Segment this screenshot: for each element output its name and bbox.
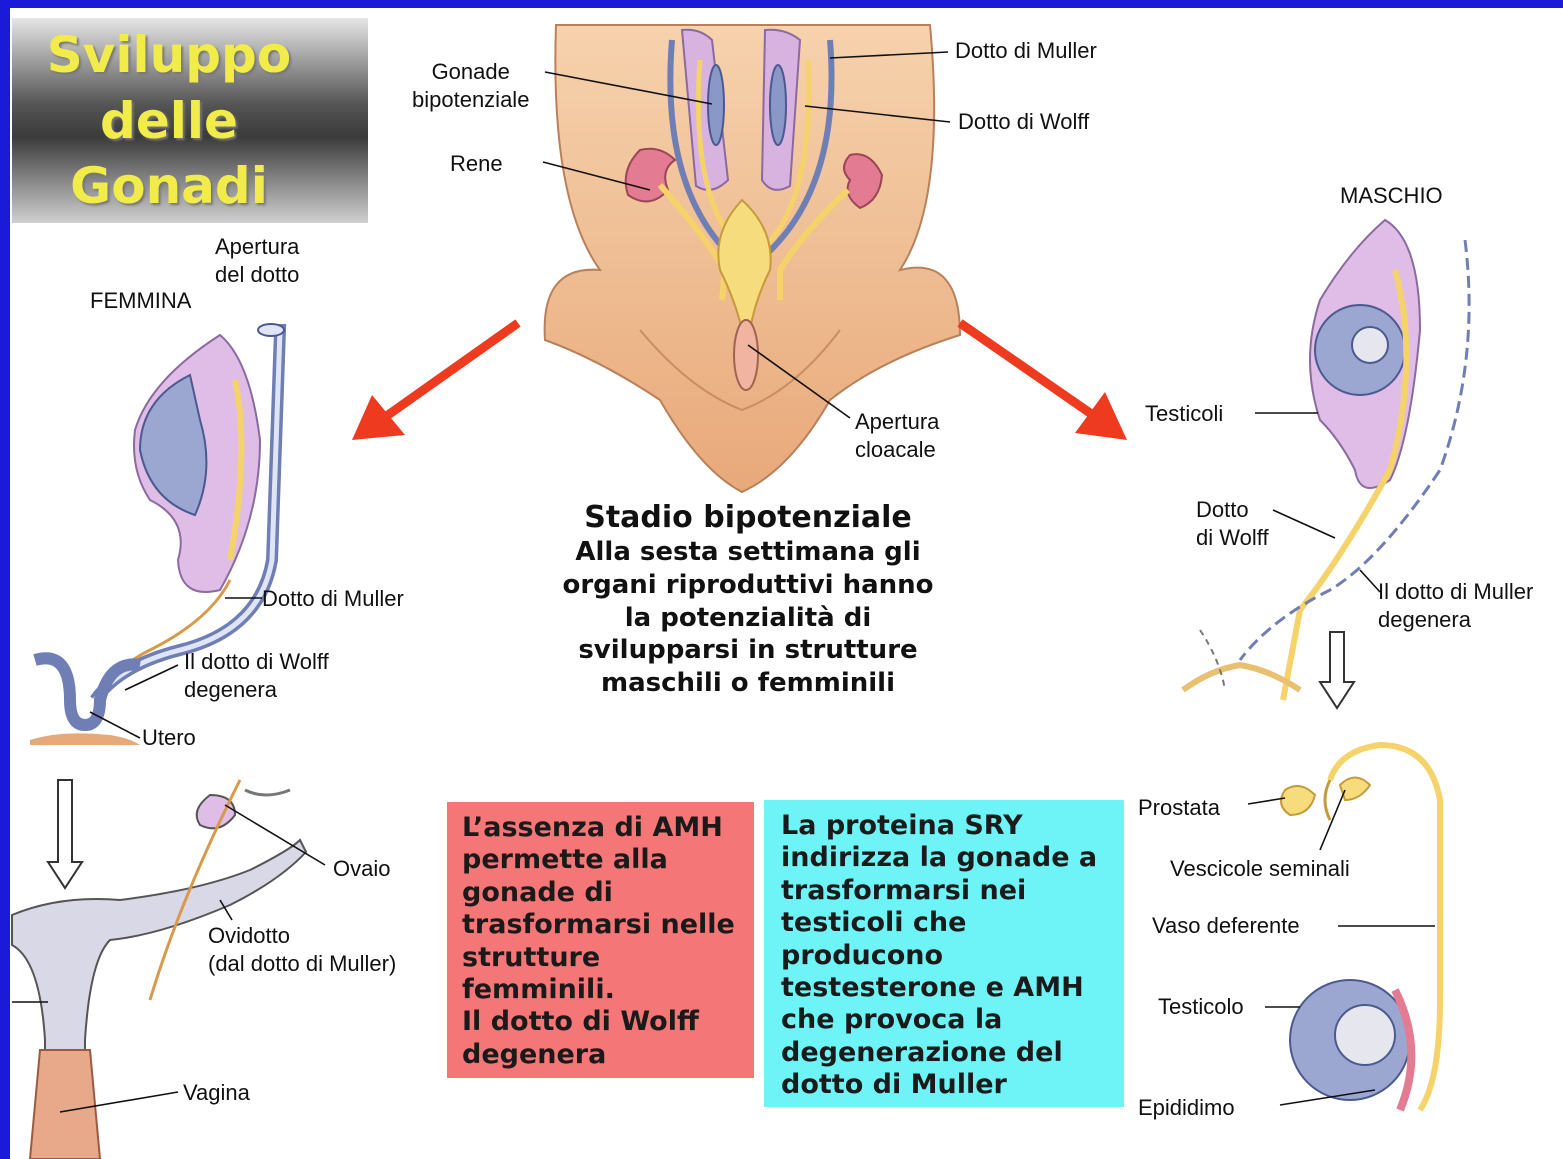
down-arrow-female bbox=[48, 780, 82, 888]
male-info-line: testicoli che bbox=[781, 907, 1124, 939]
male-info-line: che provoca la bbox=[781, 1004, 1124, 1036]
red-arrow-right bbox=[960, 323, 1127, 440]
label-vagina: Vagina bbox=[183, 1079, 250, 1107]
label-vaso-deferente: Vaso deferente bbox=[1152, 912, 1300, 940]
male-info-line: trasformarsi nei bbox=[781, 875, 1124, 907]
label-wolff-degenera: Il dotto di Wolff degenera bbox=[184, 648, 329, 704]
female-info-line: L’assenza di AMH bbox=[462, 812, 754, 844]
male-info-line: testesterone e AMH bbox=[781, 972, 1124, 1004]
stage-text-line: maschili o femminili bbox=[548, 667, 948, 700]
female-info-line: gonade di bbox=[462, 877, 754, 909]
label-apertura-dotto: Apertura del dotto bbox=[215, 233, 299, 289]
stage-text-line: Alla sesta settimana gli bbox=[548, 536, 948, 569]
male-info-box: La proteina SRY indirizza la gonade a tr… bbox=[764, 800, 1124, 1107]
female-info-line: trasformarsi nelle bbox=[462, 909, 754, 941]
stage-title: Stadio bipotenziale bbox=[548, 500, 948, 536]
male-info-line: degenerazione del bbox=[781, 1037, 1124, 1069]
male-info-line: dotto di Muller bbox=[781, 1069, 1124, 1101]
male-reproductive-system bbox=[1281, 745, 1440, 1110]
label-prostata: Prostata bbox=[1138, 794, 1220, 822]
female-info-line: femminili. bbox=[462, 974, 754, 1006]
label-ovidotto: Ovidotto (dal dotto di Muller) bbox=[208, 922, 396, 978]
female-info-line: strutture bbox=[462, 942, 754, 974]
label-vescicole-seminali: Vescicole seminali bbox=[1170, 855, 1350, 883]
label-dotto-wolff-male: Dotto di Wolff bbox=[1196, 496, 1269, 552]
label-gonade-bipotenziale: Gonade bipotenziale bbox=[412, 58, 529, 114]
female-info-line: permette alla bbox=[462, 844, 754, 876]
label-femmina: FEMMINA bbox=[90, 287, 191, 315]
label-dotto-muller-center: Dotto di Muller bbox=[955, 37, 1097, 65]
title-line-1: Sviluppo bbox=[24, 30, 314, 80]
label-testicoli: Testicoli bbox=[1145, 400, 1223, 428]
down-arrow-male bbox=[1320, 632, 1354, 708]
stage-text-line: organi riproduttivi hanno bbox=[548, 569, 948, 602]
label-rene: Rene bbox=[450, 150, 503, 178]
male-info-line: La proteina SRY bbox=[781, 810, 1124, 842]
red-arrow-left bbox=[352, 323, 518, 440]
female-info-box: L’assenza di AMH permette alla gonade di… bbox=[447, 802, 754, 1078]
male-info-line: producono bbox=[781, 940, 1124, 972]
stage-text: Alla sesta settimana gli organi riprodut… bbox=[548, 536, 948, 700]
title-line-3: Gonadi bbox=[24, 161, 314, 211]
label-epididimo: Epididimo bbox=[1138, 1094, 1235, 1122]
stage-text-line: la potenzialità di bbox=[548, 602, 948, 635]
label-muller-degenera: Il dotto di Muller degenera bbox=[1378, 578, 1533, 634]
stage-text-line: svilupparsi in strutture bbox=[548, 634, 948, 667]
label-testicolo: Testicolo bbox=[1158, 993, 1244, 1021]
female-info-line: Il dotto di Wolff bbox=[462, 1006, 754, 1038]
title-line-2: delle bbox=[24, 96, 314, 146]
label-dotto-wolff-center: Dotto di Wolff bbox=[958, 108, 1089, 136]
male-info-line: indirizza la gonade a bbox=[781, 842, 1124, 874]
female-info-line: degenera bbox=[462, 1039, 754, 1071]
label-dotto-muller-female: Dotto di Muller bbox=[262, 585, 404, 613]
label-ovaio: Ovaio bbox=[333, 855, 390, 883]
label-maschio: MASCHIO bbox=[1340, 182, 1443, 210]
title-box: Sviluppo delle Gonadi bbox=[12, 18, 368, 223]
stage-description: Stadio bipotenziale Alla sesta settimana… bbox=[548, 500, 948, 700]
label-utero: Utero bbox=[142, 724, 196, 752]
label-apertura-cloacale: Apertura cloacale bbox=[855, 408, 939, 464]
